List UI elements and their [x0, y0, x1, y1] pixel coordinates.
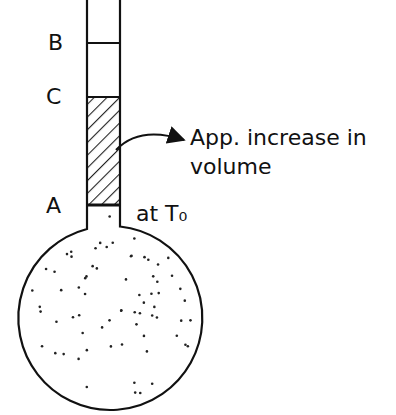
liquid-dot [111, 241, 114, 244]
liquid-dot [153, 306, 156, 309]
liquid-dot [152, 275, 155, 278]
liquid-dot [139, 312, 142, 315]
mark-line [87, 42, 120, 44]
liquid-dot [167, 257, 170, 260]
liquid-dot [99, 242, 102, 245]
liquid-dot [157, 292, 160, 295]
liquid-dot [77, 358, 80, 361]
liquid-dot [184, 344, 187, 347]
mark-label: A [46, 192, 61, 221]
mark-label: C [46, 83, 61, 112]
liquid-dot [120, 309, 123, 312]
liquid-dot [96, 267, 99, 270]
mark-line [87, 96, 120, 98]
liquid-dot [171, 274, 174, 277]
liquid-dot [146, 350, 149, 353]
mark-line [87, 204, 120, 207]
liquid-dot [39, 310, 42, 313]
liquid-dot [147, 258, 150, 261]
liquid-dot [70, 250, 73, 253]
liquid-dot [183, 299, 186, 302]
liquid-dots [31, 215, 192, 394]
liquid-dot [70, 255, 73, 258]
liquid-dot [62, 353, 65, 356]
liquid-dot [110, 345, 113, 348]
liquid-dot [175, 334, 178, 337]
liquid-dot [54, 352, 57, 355]
liquid-dot [138, 294, 141, 297]
liquid-dot [150, 292, 153, 295]
liquid-dot [125, 278, 128, 281]
liquid-dot [180, 319, 183, 322]
liquid-dot [143, 256, 146, 259]
liquid-dot [139, 392, 142, 395]
liquid-dot [91, 265, 94, 268]
liquid-dot [101, 326, 104, 329]
liquid-dot [66, 253, 69, 256]
liquid-dot [60, 289, 63, 292]
liquid-dot [134, 391, 137, 394]
liquid-dot [38, 306, 41, 309]
liquid-dot [143, 335, 146, 338]
liquid-dot [45, 268, 48, 271]
liquid-dot [121, 343, 124, 346]
liquid-dot [86, 386, 89, 389]
liquid-dot [135, 323, 138, 326]
liquid-dot [94, 247, 97, 250]
temperature-note: at T₀ [136, 200, 187, 229]
liquid-dot [31, 289, 34, 292]
liquid-dot [143, 301, 146, 304]
liquid-dot [108, 319, 111, 322]
liquid-dot [78, 286, 81, 289]
liquid-dot [84, 277, 87, 280]
leader-arrow [116, 134, 184, 150]
liquid-dot [53, 270, 56, 273]
liquid-dot [157, 263, 160, 266]
hatched-volume [88, 98, 119, 204]
liquid-dot [187, 345, 190, 348]
callout-note: App. increase in volume [190, 124, 375, 181]
liquid-dot [108, 215, 111, 218]
liquid-dot [86, 349, 89, 352]
liquid-dot [151, 314, 154, 317]
liquid-dot [130, 255, 133, 258]
liquid-dot [130, 255, 133, 258]
liquid-dot [156, 316, 159, 319]
liquid-dot [55, 320, 58, 323]
liquid-dot [72, 316, 75, 319]
liquid-dot [78, 314, 81, 317]
liquid-dot [81, 332, 84, 335]
liquid-dot [105, 246, 108, 249]
flask-outline [18, 0, 202, 410]
liquid-dot [156, 280, 159, 283]
liquid-dot [120, 309, 123, 312]
liquid-dot [133, 237, 136, 240]
liquid-dot [179, 288, 182, 291]
liquid-dot [189, 319, 192, 322]
liquid-dot [41, 345, 44, 348]
liquid-dot [133, 381, 136, 384]
mark-label: B [48, 29, 63, 58]
liquid-dot [84, 293, 87, 296]
liquid-dot [133, 311, 136, 314]
liquid-dot [151, 383, 154, 386]
